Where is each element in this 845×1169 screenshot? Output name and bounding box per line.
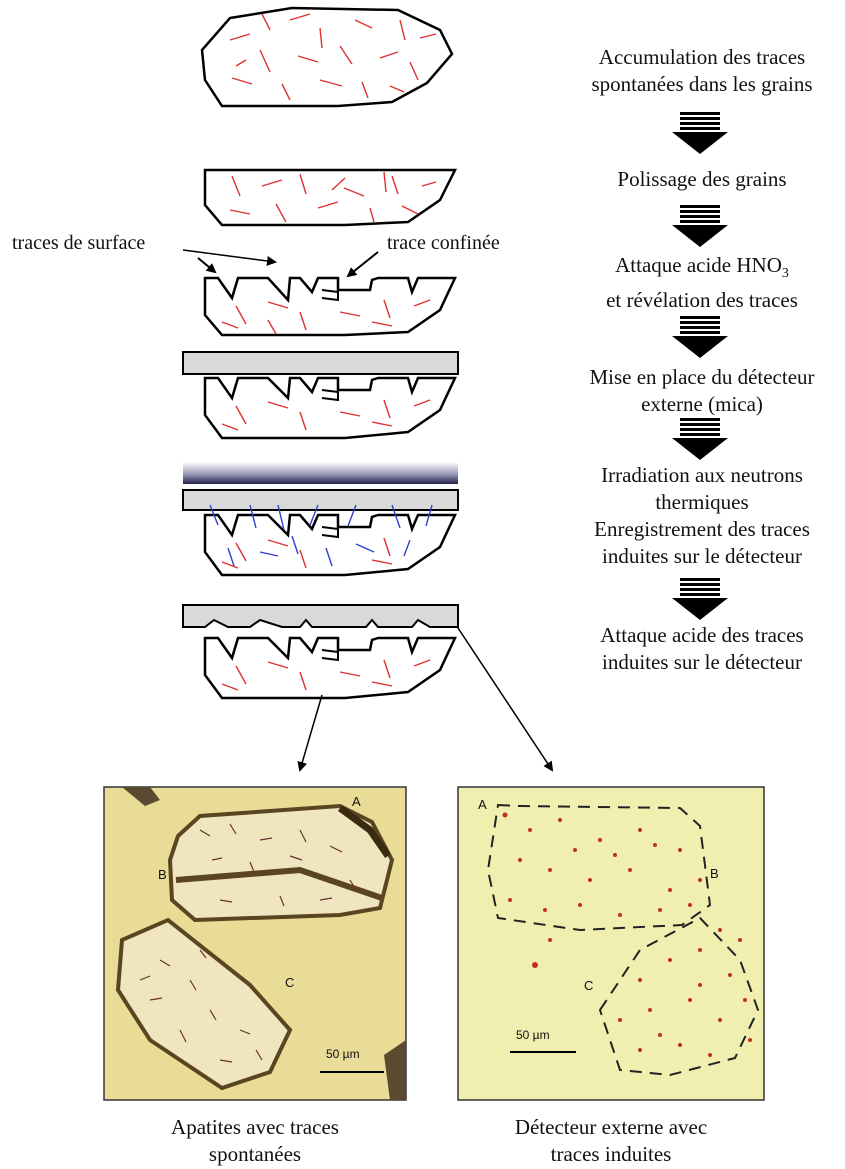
block-arrow-2 bbox=[672, 205, 728, 247]
surface-tracks-label: traces de surface bbox=[12, 232, 145, 255]
mica-detector-1 bbox=[183, 352, 458, 374]
detector-scale-label: 50 µm bbox=[516, 1028, 550, 1042]
detector-marker-a: A bbox=[478, 797, 487, 812]
grain-2-polished bbox=[205, 170, 455, 225]
detector-marker-c: C bbox=[584, 978, 593, 993]
confined-track-arrow bbox=[348, 252, 378, 276]
surface-track-arrow-2 bbox=[198, 258, 215, 272]
detector-photo bbox=[458, 787, 764, 1100]
step-polishing: Polissage des grains bbox=[560, 166, 844, 193]
block-arrow-5 bbox=[672, 578, 728, 620]
apatite-marker-c: C bbox=[285, 975, 294, 990]
neutron-flux-band bbox=[183, 462, 458, 484]
apatite-photo bbox=[104, 787, 406, 1100]
apatite-scale-label: 50 µm bbox=[326, 1047, 360, 1061]
block-arrow-1 bbox=[672, 112, 728, 154]
detector-marker-b: B bbox=[710, 866, 719, 881]
block-arrow-4 bbox=[672, 418, 728, 460]
mica-detector-2 bbox=[183, 490, 458, 510]
arrow-to-detector-photo bbox=[458, 628, 552, 770]
surface-track-arrow-1 bbox=[183, 250, 275, 262]
arrow-to-apatite-photo bbox=[300, 695, 322, 770]
mica-detector-3 bbox=[183, 605, 458, 627]
apatite-marker-a: A bbox=[352, 794, 361, 809]
block-arrow-3 bbox=[672, 316, 728, 358]
step-irradiation bbox=[183, 462, 458, 575]
apatite-marker-b: B bbox=[158, 867, 167, 882]
step-final bbox=[183, 605, 552, 770]
step-etching: Attaque acide HNO3 et révélation des tra… bbox=[560, 252, 844, 314]
grain-3-etched bbox=[183, 250, 455, 335]
confined-track-label: trace confinée bbox=[387, 232, 500, 255]
step-detector-placement bbox=[183, 352, 458, 438]
grain-1-whole bbox=[202, 8, 452, 106]
